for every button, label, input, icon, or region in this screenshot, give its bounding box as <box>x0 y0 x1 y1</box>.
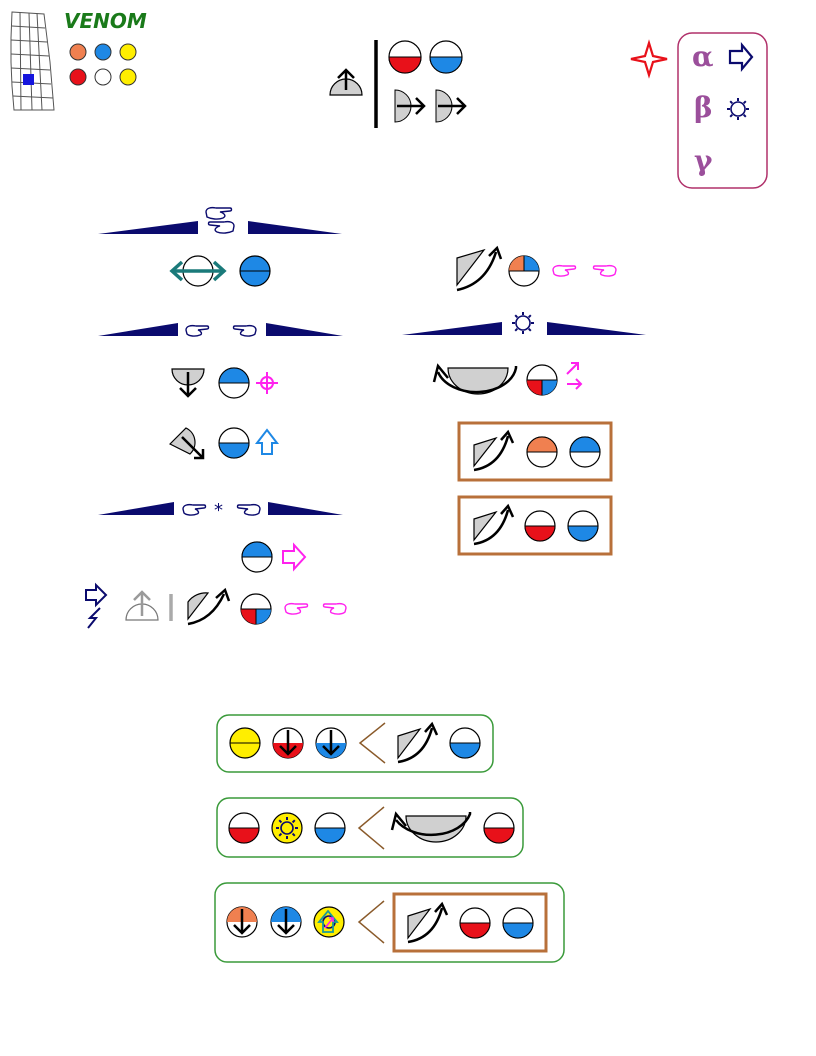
half-blue-top-disc-icon <box>218 367 250 399</box>
divider-gear <box>402 312 646 335</box>
arrow-right-icon <box>728 41 754 73</box>
half-blue-disc-icon <box>314 812 346 844</box>
half-blue-top-disc-icon <box>241 541 273 573</box>
half-red-disc-icon <box>388 40 422 74</box>
half-red-disc-icon <box>228 812 260 844</box>
swap-icon <box>169 255 227 287</box>
half-blue-top-disc-icon <box>569 436 601 468</box>
crosshair-icon <box>256 372 278 394</box>
map-grid-icon <box>10 11 55 111</box>
push-right-icon <box>394 89 426 123</box>
half-blue-disc-icon <box>567 510 599 542</box>
arrow-right-icon <box>282 542 307 572</box>
row-alpha <box>241 541 307 573</box>
legend-alpha: α <box>692 40 714 73</box>
lightning-arrow-icon <box>85 582 108 629</box>
branch-icon <box>358 722 386 764</box>
hands-stacked-icon <box>205 206 235 234</box>
row-swap <box>169 255 271 287</box>
header-center-group <box>329 40 467 128</box>
legend-gamma: γ <box>694 144 713 177</box>
header-dice <box>69 43 137 86</box>
curve-up-icon <box>187 587 231 626</box>
bowl-arc-icon <box>390 811 472 843</box>
divider-hands-star: * <box>98 500 343 521</box>
row-down <box>171 367 278 399</box>
row-bowl <box>432 362 583 396</box>
svg-text:*: * <box>214 500 223 521</box>
hands-icon <box>185 324 257 337</box>
half-blue-disc-icon <box>502 907 534 939</box>
half-red-disc-icon <box>459 907 491 939</box>
legend-beta: β <box>694 91 713 124</box>
half-yellow-disc-icon <box>229 727 261 759</box>
branch-icon <box>357 806 385 850</box>
drop-blue-top-disc-icon <box>270 906 302 938</box>
drop-down-icon <box>171 368 205 398</box>
split-arrows-icon <box>566 362 583 390</box>
half-red-disc-icon <box>524 510 556 542</box>
game-title: VENOM <box>64 9 147 33</box>
half-blue-disc-icon <box>449 727 481 759</box>
branch-icon <box>357 900 385 944</box>
gear-yellow-disc-icon <box>271 812 303 844</box>
lift-icon <box>329 68 363 96</box>
half-orange-top-disc-icon <box>526 436 558 468</box>
gear-icon <box>512 312 534 334</box>
legend-box: α β γ <box>677 32 768 189</box>
half-blue-top-disc-icon <box>239 255 271 287</box>
hands-magenta-icon <box>552 264 617 277</box>
quarter-orange-blue-disc-icon <box>508 255 540 287</box>
curve-up-icon <box>407 901 449 944</box>
gear-icon <box>727 98 749 120</box>
curve-up-icon <box>473 503 515 546</box>
quarter-red-blue-disc-icon <box>240 593 272 625</box>
combo-box-1 <box>216 714 494 773</box>
arrow-up-icon <box>254 428 280 455</box>
divider-hands <box>98 323 343 337</box>
half-red-disc-icon <box>483 812 515 844</box>
drop-orange-disc-icon <box>226 906 258 938</box>
hands-magenta-icon <box>284 602 347 615</box>
quarter-red-blue-disc-icon <box>526 364 558 396</box>
red-star-icon <box>630 39 668 79</box>
combo-box-3 <box>214 882 565 963</box>
boxed-curve-orange-blue <box>457 421 613 482</box>
row-curve-orange <box>456 245 617 292</box>
lift-grey-icon <box>125 590 159 621</box>
divider-hands-vertical <box>98 206 342 234</box>
gear-lift-yellow-disc-icon <box>313 906 345 938</box>
diagonal-push-icon <box>168 427 205 460</box>
push-right-icon-2 <box>435 89 467 123</box>
drop-red-disc-icon <box>272 727 304 759</box>
curve-up-icon <box>397 721 439 764</box>
boxed-curve-red-blue <box>457 495 613 556</box>
hands-star-icon: * <box>182 500 261 521</box>
combo-box-2 <box>216 797 524 858</box>
curve-up-icon <box>473 429 515 472</box>
curve-up-icon <box>456 245 503 292</box>
drop-blue-disc-icon <box>315 727 347 759</box>
row-bottom-left <box>85 582 347 629</box>
half-blue-disc-icon <box>429 40 463 74</box>
half-blue-disc-icon <box>218 427 250 459</box>
row-diagonal <box>168 427 280 460</box>
bowl-arc-icon <box>432 363 518 395</box>
